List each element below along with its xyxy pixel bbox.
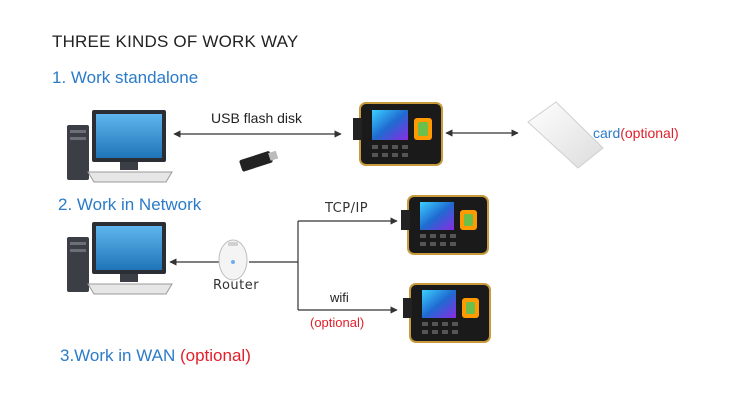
rfid-card-icon (527, 101, 604, 169)
section-network-heading: 2. Work in Network (58, 195, 202, 214)
wan-heading-text: 3.Work in WAN (60, 346, 176, 365)
card-text: card (593, 125, 621, 141)
card-optional-text: (optional) (620, 125, 679, 141)
attendance-terminal-icon (403, 283, 491, 343)
computer-icon (67, 110, 173, 183)
wan-optional-text: (optional) (179, 346, 251, 365)
card-label: card(optional) (593, 125, 679, 141)
attendance-terminal-icon (401, 195, 489, 255)
section-wan-heading: 3.Work in WAN (optional) (60, 346, 251, 366)
wifi-label: wifi (330, 290, 349, 305)
section-standalone-heading: 1. Work standalone (52, 68, 199, 87)
usb-flash-drive-icon (239, 150, 279, 172)
page-title: THREE KINDS OF WORK WAY (52, 32, 299, 51)
wifi-optional-label: (optional) (310, 315, 365, 330)
usb-flash-disk-label: USB flash disk (211, 110, 303, 126)
router-icon (218, 239, 248, 281)
attendance-terminal-icon (353, 102, 443, 166)
computer-icon (67, 222, 173, 295)
tcpip-label: TCP/IP (325, 201, 369, 216)
router-label: Router (213, 278, 260, 293)
